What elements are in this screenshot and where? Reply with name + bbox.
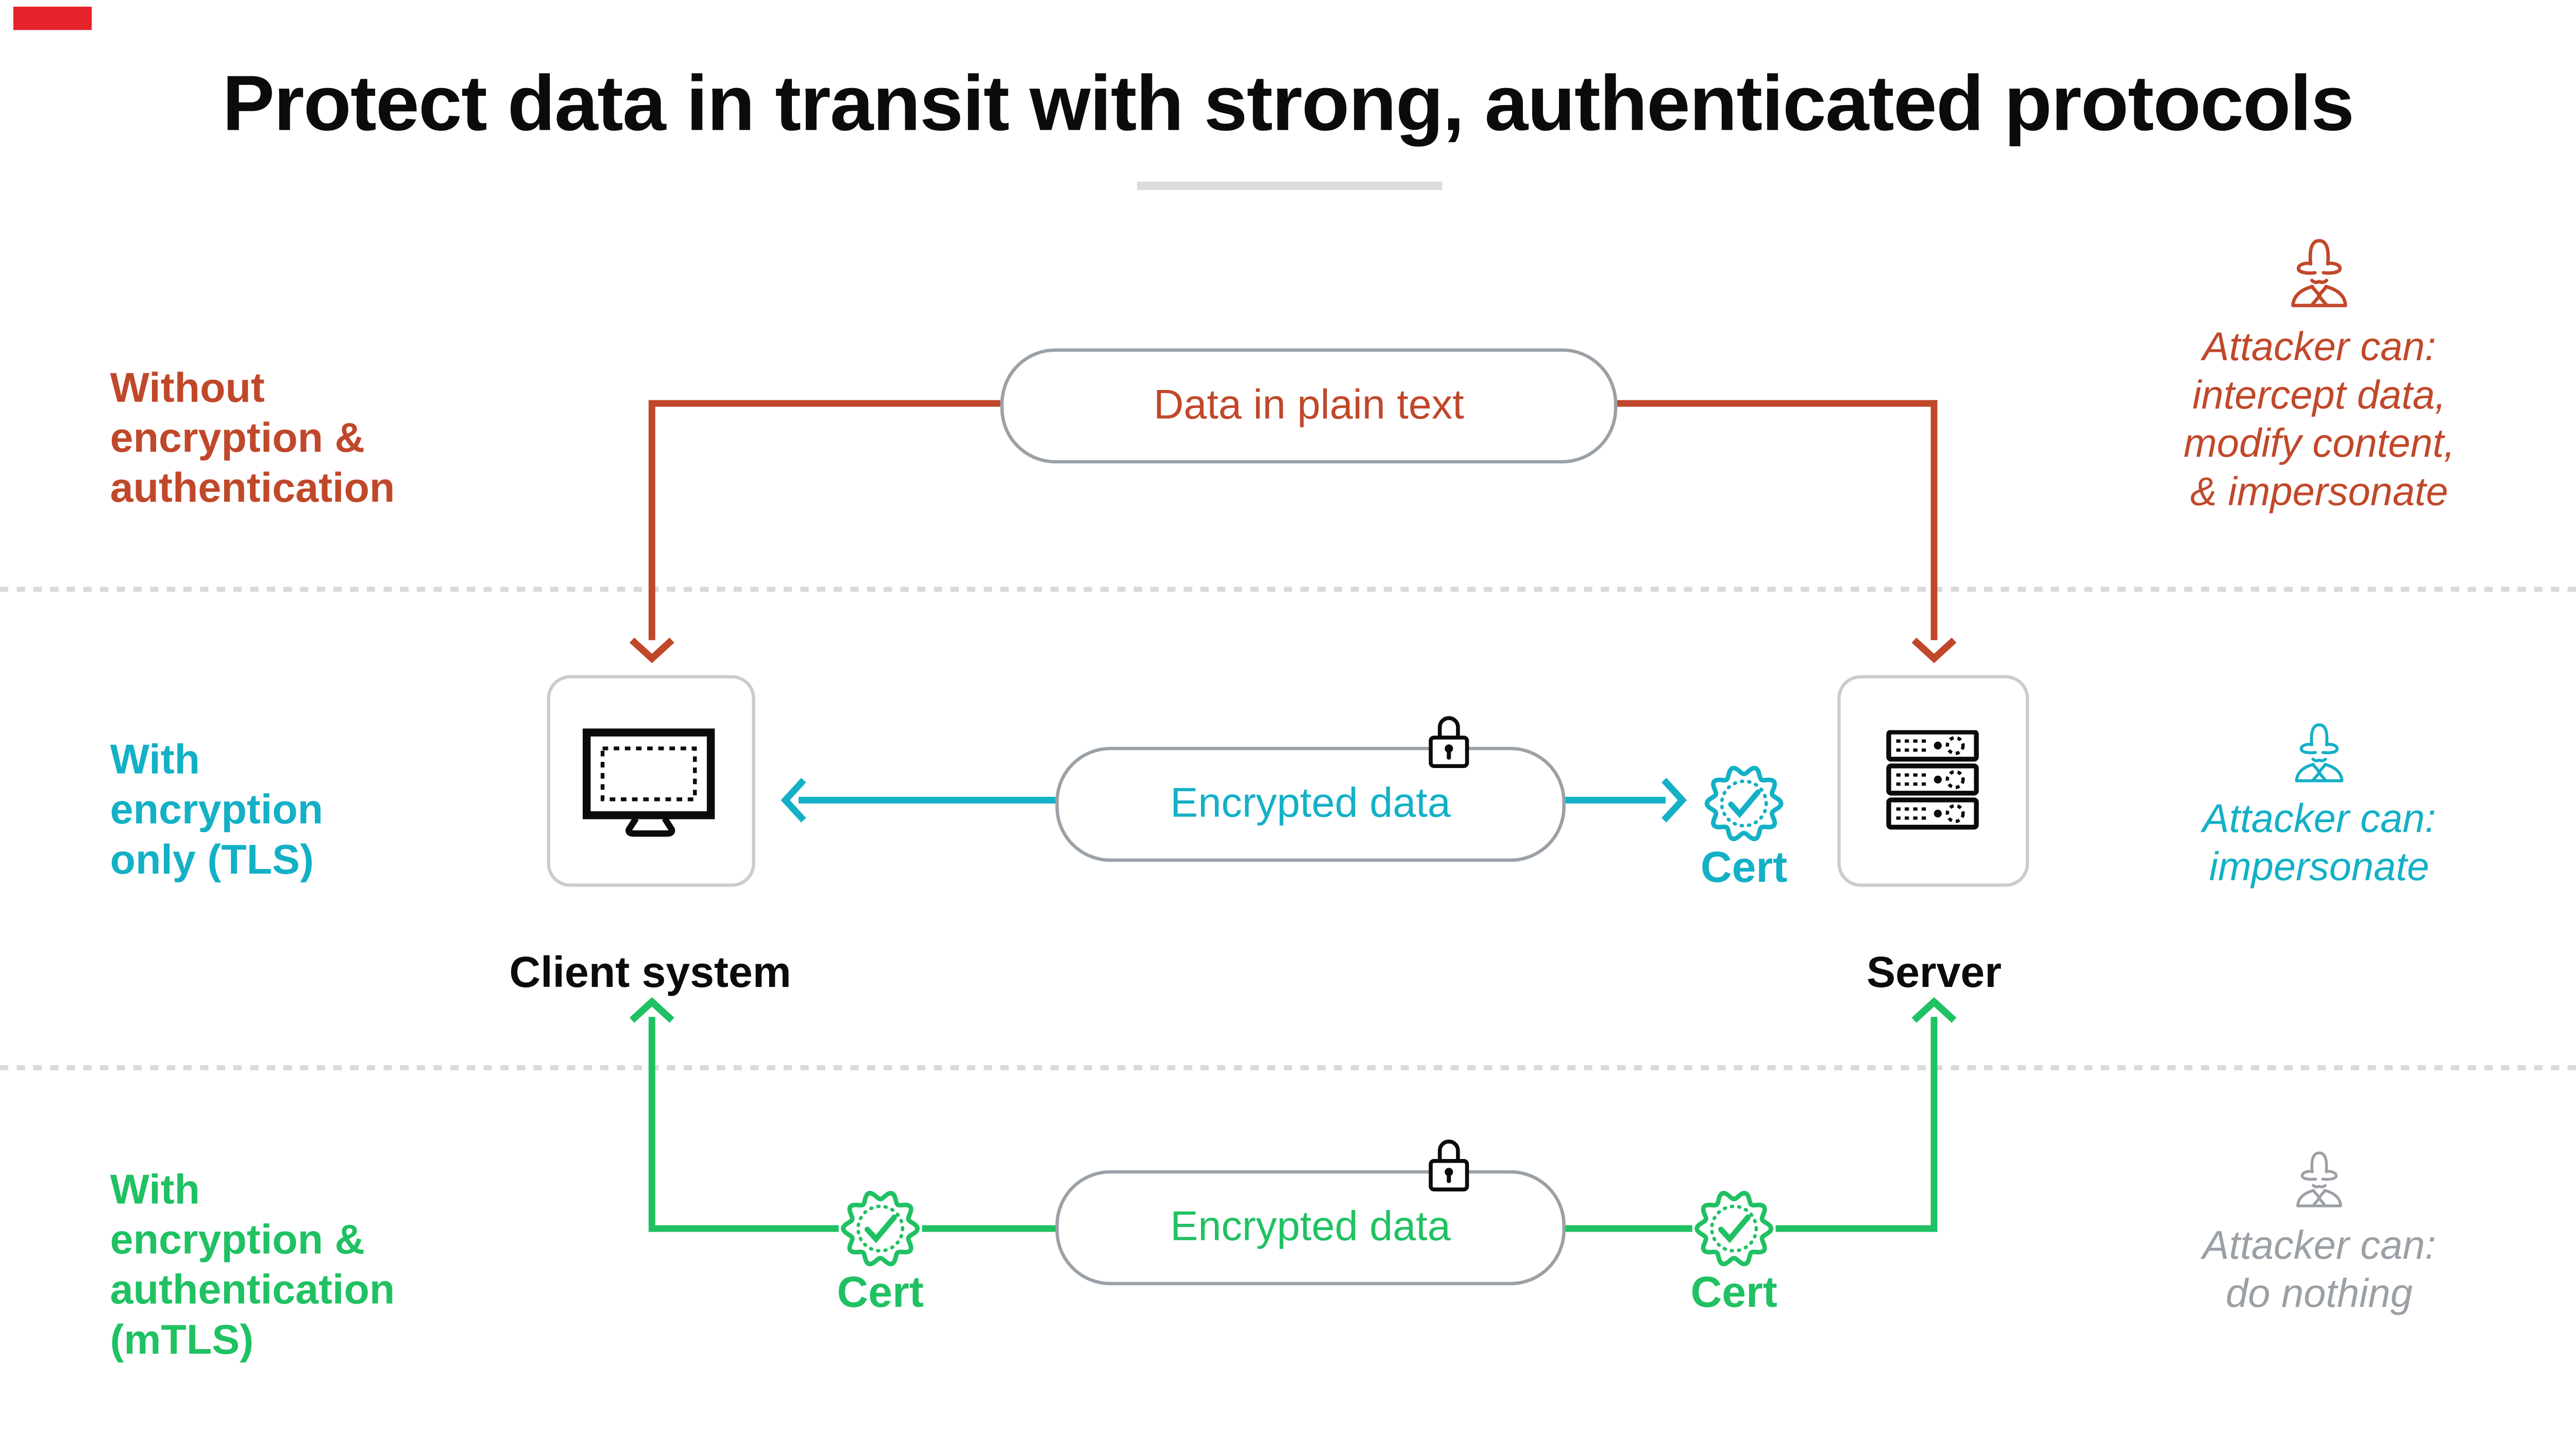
row1-line-left <box>652 400 1001 407</box>
page-title: Protect data in transit with strong, aut… <box>222 58 2354 147</box>
row2-attacker-text: Attacker can: impersonate <box>2202 796 2436 891</box>
cert-label: Cert <box>1700 842 1788 892</box>
row1-attacker-text: Attacker can: intercept data, modify con… <box>2183 325 2455 515</box>
arrow-left-icon <box>781 778 806 823</box>
arrow-right-icon <box>1661 778 1687 823</box>
row3-rise-left <box>648 1017 655 1232</box>
client-label: Client system <box>509 947 791 997</box>
server-rack-icon <box>1885 729 1978 829</box>
row1-label: Without encryption & authentication <box>110 365 395 512</box>
row3-attacker-text: Attacker can: do nothing <box>2202 1223 2436 1317</box>
row3-line-right2 <box>1775 1225 1938 1232</box>
arrow-up-icon <box>1911 997 1957 1023</box>
encrypted-data-pill-tls: Encrypted data <box>1055 746 1566 862</box>
row3-line-left2 <box>922 1225 1056 1232</box>
row1-drop-right <box>1930 400 1938 640</box>
row2-line-right <box>1558 796 1666 804</box>
spy-icon <box>2291 238 2347 308</box>
title-underline <box>1137 181 1443 190</box>
spy-icon <box>2295 723 2344 782</box>
divider-row1-row2 <box>0 587 2576 592</box>
cert-rosette-icon <box>841 1190 920 1267</box>
monitor-icon <box>582 727 714 836</box>
spy-icon <box>2296 1151 2343 1207</box>
cert-label: Cert <box>837 1267 924 1317</box>
cert-rosette-icon <box>1694 1190 1774 1267</box>
cert-label: Cert <box>1690 1267 1777 1317</box>
row2-label: With encryption only (TLS) <box>110 737 324 884</box>
arrow-up-icon <box>629 997 674 1023</box>
client-card <box>547 675 755 887</box>
row2-line-left <box>799 796 1056 804</box>
plain-text-pill: Data in plain text <box>1000 348 1618 464</box>
corner-accent-mark <box>13 6 92 30</box>
row1-line-right <box>1611 400 1938 407</box>
arrow-down-icon <box>629 637 674 663</box>
row1-drop-left <box>648 400 655 640</box>
row3-label: With encryption & authentication (mTLS) <box>110 1167 395 1364</box>
padlock-icon <box>1429 716 1469 768</box>
row3-line-left1 <box>652 1225 839 1232</box>
server-card <box>1837 675 2029 887</box>
cert-rosette-icon <box>1704 765 1784 841</box>
row3-rise-right <box>1930 1017 1938 1232</box>
padlock-icon <box>1429 1139 1469 1191</box>
divider-row2-row3 <box>0 1065 2576 1070</box>
row3-line-right1 <box>1558 1225 1692 1232</box>
server-label: Server <box>1866 947 2002 997</box>
arrow-down-icon <box>1911 637 1957 663</box>
encrypted-data-pill-mtls: Encrypted data <box>1055 1170 1566 1286</box>
